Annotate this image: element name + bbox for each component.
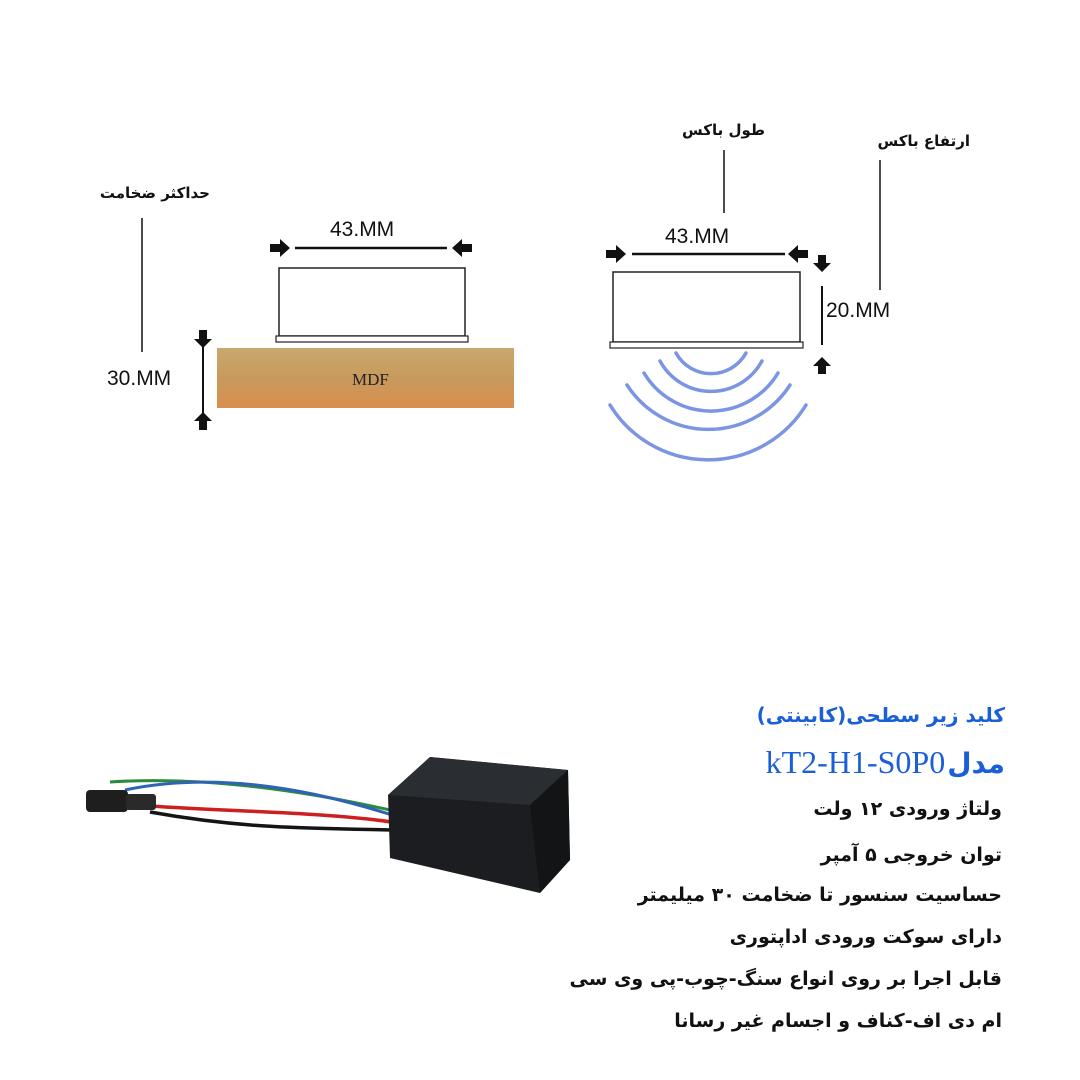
- mdf-board: [217, 348, 514, 408]
- arrow-left-icon: [788, 245, 808, 263]
- arrow-right-icon: [270, 239, 290, 257]
- product-photo: [86, 757, 570, 893]
- model-line: kT2-H1-S0P0 مدل: [766, 744, 1005, 781]
- product-title: کلید زیر سطحی(کابینتی): [756, 703, 1005, 727]
- arrow-down-icon: [194, 330, 212, 348]
- spec-item: ام دی اف-کناف و اجسام غیر رسانا: [674, 1010, 1002, 1032]
- spec-item: توان خروجی ۵ آمپر: [820, 844, 1002, 866]
- height-value: 20.MM: [826, 299, 891, 322]
- wave-arc-4: [625, 383, 792, 432]
- right-width-value: 43.MM: [665, 225, 730, 248]
- arrow-down-icon: [813, 255, 831, 272]
- sensor-waves: [608, 351, 808, 462]
- arrow-up-icon: [194, 412, 212, 430]
- mdf-label: MDF: [352, 370, 389, 389]
- sensor-base-right: [609, 341, 804, 349]
- model-prefix: مدل: [947, 747, 1005, 780]
- wave-arc-5: [608, 403, 808, 462]
- wave-arc-2: [658, 359, 764, 394]
- sensor-box-left: [278, 267, 466, 337]
- model-code: kT2-H1-S0P0: [765, 744, 946, 780]
- arrow-left-icon: [452, 239, 472, 257]
- box-height-label: ارتفاع باکس: [877, 132, 971, 150]
- box-length-label: طول باکس: [682, 121, 765, 139]
- max-thickness-label: حداکثر ضخامت: [99, 184, 210, 202]
- wave-arc-1: [674, 351, 748, 376]
- arrow-up-icon: [813, 357, 831, 374]
- spec-item: دارای سوکت ورودی اداپتوری: [729, 926, 1002, 948]
- spec-item: ولتاژ ورودی ۱۲ ولت: [813, 798, 1002, 820]
- wave-arc-3: [642, 371, 780, 413]
- spec-item: قابل اجرا بر روی انواع سنگ-چوب-پی وی سی: [569, 968, 1002, 990]
- sensor-base-left: [275, 335, 469, 343]
- left-width-value: 43.MM: [330, 218, 395, 241]
- spec-item: حساسیت سنسور تا ضخامت ۳۰ میلیمتر: [637, 884, 1002, 906]
- sensor-box-right: [612, 271, 801, 343]
- arrow-right-icon: [606, 245, 626, 263]
- thickness-value: 30.MM: [107, 367, 172, 390]
